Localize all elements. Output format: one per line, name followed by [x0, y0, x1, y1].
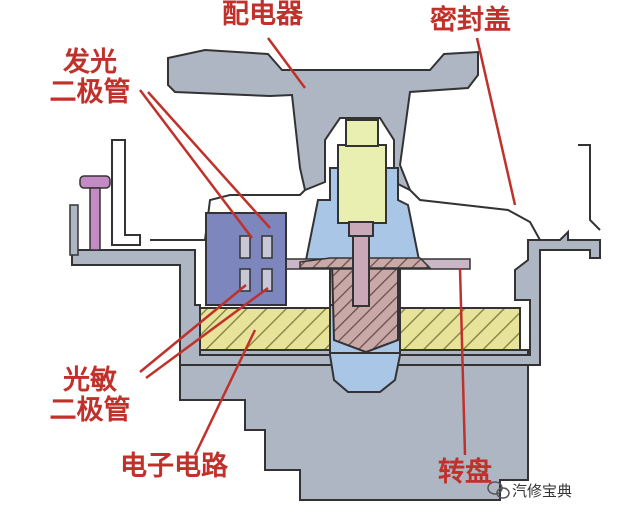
label-photodiode-line2: 二极管 [49, 395, 131, 426]
left-bracket [69, 204, 79, 256]
label-led-line2: 二极管 [49, 77, 131, 108]
left-wall [111, 139, 141, 246]
label-rotor-disk: 转盘 [438, 457, 492, 488]
label-led-line1: 发光 [63, 47, 117, 78]
label-photodiode-line1: 光敏 [63, 365, 117, 396]
shaft-cap [345, 119, 379, 147]
label-circuit: 电子电路 [120, 451, 228, 482]
label-seal-cover: 密封盖 [430, 5, 511, 36]
distributor-cap [167, 48, 479, 193]
shaft-nut [348, 221, 374, 237]
shaft-bolt [352, 235, 370, 307]
adjust-screw [79, 175, 111, 251]
shaft-top [337, 144, 387, 224]
label-photodiode: 光敏 二极管 [42, 366, 138, 426]
wechat-icon [487, 481, 510, 499]
label-distributor: 配电器 [222, 0, 303, 30]
leader-lines [139, 37, 517, 456]
lower-housing [179, 349, 529, 501]
right-wall [578, 144, 601, 231]
led-component [239, 235, 273, 292]
housing-body [71, 229, 601, 366]
watermark-text: 汽修宝典 [512, 482, 573, 500]
label-led: 发光 二极管 [42, 48, 138, 108]
